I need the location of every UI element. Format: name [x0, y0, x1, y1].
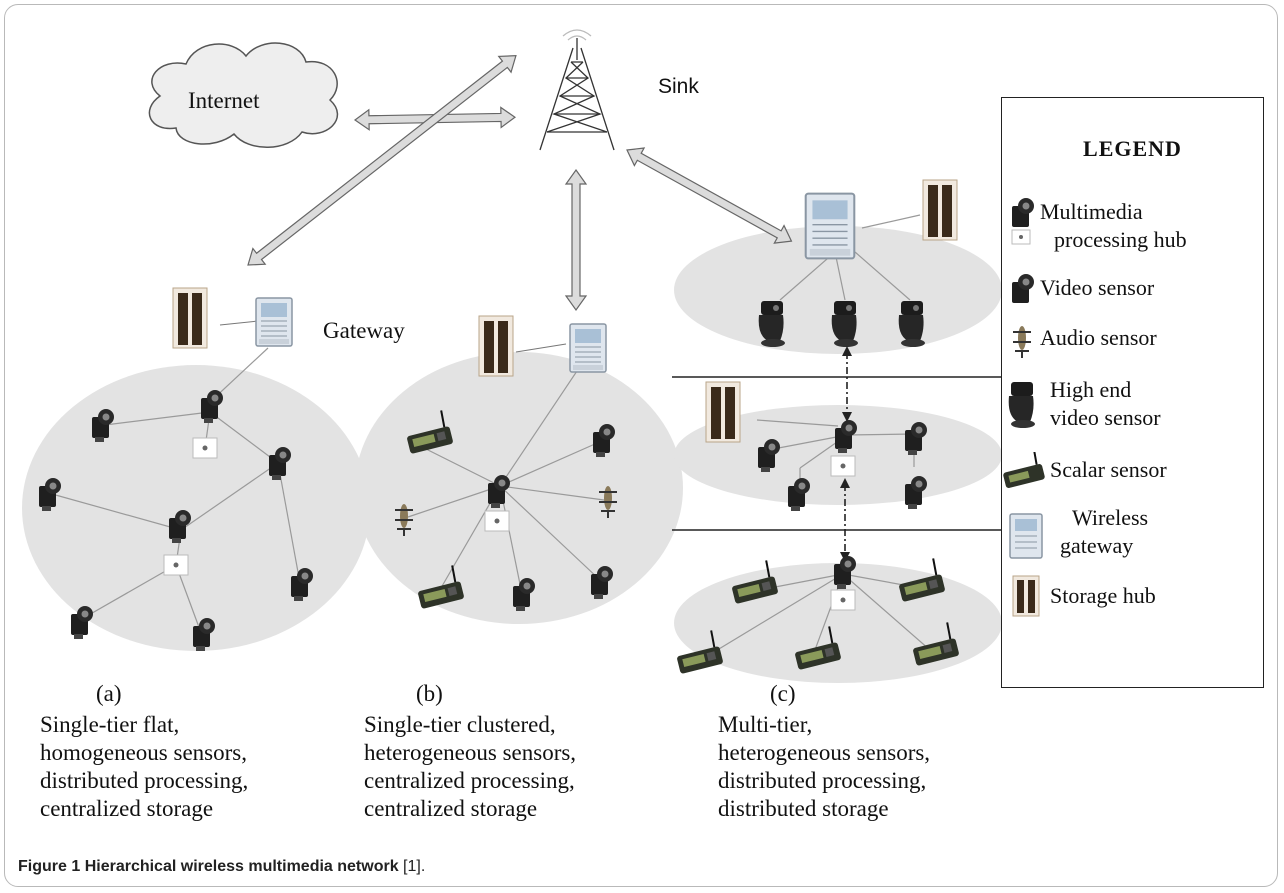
group-b-line-1: Single-tier clustered, [364, 712, 556, 737]
group-a-line-2: homogeneous sensors, [40, 740, 247, 765]
multimedia-hub-icon [163, 554, 189, 576]
legend-label: Multimedia [1040, 199, 1143, 224]
group-b-line-3: centralized processing, [364, 768, 575, 793]
legend-label: gateway [1060, 533, 1134, 558]
high-end-video-sensor-icon [1008, 382, 1035, 428]
group-c-line-2: heterogeneous sensors, [718, 740, 931, 765]
storage-hub-icon [478, 315, 514, 377]
wireless-gateway-icon [804, 192, 856, 260]
group-c-line-4: distributed storage [718, 796, 889, 821]
group-a-line-3: distributed processing, [40, 768, 249, 793]
storage-hub-icon [1012, 575, 1040, 617]
legend-label: Audio sensor [1040, 325, 1157, 350]
caption-title: Hierarchical wireless multimedia network [84, 858, 399, 875]
multimedia-hub-icon [830, 589, 856, 611]
cluster-a [22, 365, 370, 651]
multimedia-hub-icon [484, 510, 510, 532]
multimedia-hub-icon [830, 455, 856, 477]
legend-label: Scalar sensor [1050, 457, 1167, 482]
legend-title: LEGEND [1083, 136, 1182, 161]
legend: LEGEND Multimedia processing hub Video s… [1001, 97, 1264, 688]
caption-label: Figure 1 [18, 858, 81, 875]
multimedia-hub-icon [1011, 198, 1034, 245]
caption-ref: [1]. [403, 858, 426, 875]
link-arrow-sink-clusterb [564, 168, 588, 312]
multimedia-hub-icon [192, 437, 218, 459]
wireless-gateway-icon [569, 323, 607, 373]
group-a-line-1: Single-tier flat, [40, 712, 180, 737]
wireless-gateway-icon [1009, 513, 1043, 559]
group-b-tag: (b) [416, 681, 443, 706]
storage-hub-icon [705, 381, 741, 443]
group-b-line-2: heterogeneous sensors, [364, 740, 577, 765]
sink-tower-icon [539, 29, 615, 151]
group-c-tag: (c) [770, 681, 796, 706]
scalar-sensor-icon [1003, 452, 1045, 488]
audio-sensor-icon [1013, 326, 1031, 358]
gateway-label: Gateway [323, 318, 405, 343]
internet-label: Internet [188, 88, 260, 113]
video-sensor-icon [71, 606, 93, 639]
wireless-gateway-icon [255, 297, 293, 347]
group-a-line-4: centralized storage [40, 796, 214, 821]
legend-label: Wireless [1072, 505, 1149, 530]
video-sensor-icon [1012, 274, 1034, 303]
figure-caption: Figure 1 Hierarchical wireless multimedi… [18, 858, 425, 876]
legend-label: Storage hub [1050, 583, 1156, 608]
internet-cloud [148, 42, 339, 148]
legend-label: processing hub [1054, 227, 1187, 252]
legend-label: High end [1050, 377, 1132, 402]
group-a-tag: (a) [96, 681, 122, 706]
link-arrow-sink-gateway [247, 55, 517, 266]
group-c-line-1: Multi-tier, [718, 712, 813, 737]
figure-frame [4, 4, 1278, 887]
storage-hub-icon [922, 179, 958, 241]
legend-label: Video sensor [1040, 275, 1155, 300]
group-c-line-3: distributed processing, [718, 768, 927, 793]
link-arrow-sink-tier [626, 147, 793, 244]
storage-hub-icon [172, 287, 208, 349]
legend-label: video sensor [1050, 405, 1161, 430]
sink-label: Sink [658, 75, 699, 98]
group-b-line-4: centralized storage [364, 796, 538, 821]
